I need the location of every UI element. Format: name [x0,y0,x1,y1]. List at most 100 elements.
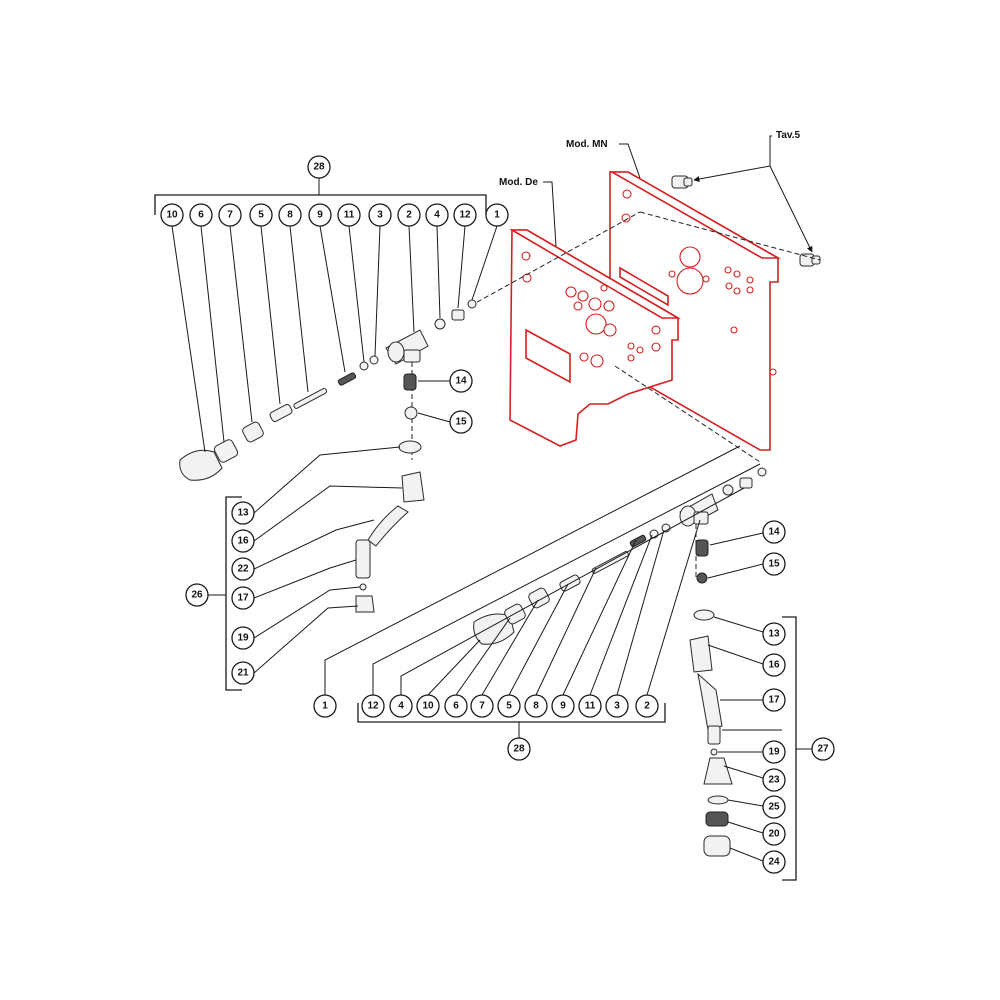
svg-text:13: 13 [237,508,249,519]
callout-right-wand-24[interactable]: 24 [762,850,786,874]
callout-left-12[interactable]: 12 [453,203,477,227]
panel-mod-de [509,229,681,447]
svg-text:8: 8 [533,701,539,712]
callout-left-wand-22[interactable]: 22 [231,557,255,581]
callout-left-wand-16[interactable]: 16 [231,529,255,553]
svg-text:9: 9 [317,210,323,221]
callout-left-5[interactable]: 5 [249,203,273,227]
callout-left-2[interactable]: 2 [397,203,421,227]
svg-text:6: 6 [198,210,204,221]
svg-text:14: 14 [455,376,467,387]
callout-left-3[interactable]: 3 [368,203,392,227]
callout-left-wand-13[interactable]: 13 [231,501,255,525]
callout-right-2[interactable]: 2 [635,694,659,718]
svg-text:26: 26 [191,590,203,601]
callout-left-8[interactable]: 8 [278,203,302,227]
svg-text:2: 2 [406,210,412,221]
callout-right-4[interactable]: 4 [389,694,413,718]
callout-left-wand-21[interactable]: 21 [231,661,255,685]
svg-text:8: 8 [287,210,293,221]
svg-text:6: 6 [453,701,459,712]
svg-text:2: 2 [644,701,650,712]
right-valve-parts [473,467,767,857]
callout-left-wand-assembly[interactable]: 26 [185,583,209,607]
callout-left-6[interactable]: 6 [189,203,213,227]
callout-left-wand-17[interactable]: 17 [231,586,255,610]
svg-text:17: 17 [768,695,780,706]
callout-right-3[interactable]: 3 [605,694,629,718]
svg-text:28: 28 [513,744,525,755]
callout-right-12[interactable]: 12 [361,694,385,718]
right-assembly-bracket [324,445,761,738]
svg-text:3: 3 [377,210,383,221]
svg-text:14: 14 [768,527,780,538]
svg-text:12: 12 [367,701,379,712]
svg-text:23: 23 [768,775,780,786]
fitting-top [671,175,693,189]
svg-text:21: 21 [237,668,249,679]
left-assembly-bracket [154,178,487,215]
callout-right-wand-20[interactable]: 20 [762,822,786,846]
callout-right-15[interactable]: 15 [762,552,786,576]
svg-text:20: 20 [768,829,780,840]
callout-left-9[interactable]: 9 [308,203,332,227]
callout-right-wand-assembly[interactable]: 27 [811,737,835,761]
callout-right-1[interactable]: 1 [313,694,337,718]
svg-text:1: 1 [322,701,328,712]
svg-text:17: 17 [237,593,249,604]
left-wand-bracket [208,446,403,691]
callout-left-4[interactable]: 4 [425,203,449,227]
svg-text:4: 4 [398,701,404,712]
svg-text:15: 15 [768,559,780,570]
callout-left-10[interactable]: 10 [160,203,184,227]
callout-left-15[interactable]: 15 [449,410,473,434]
callout-right-wand-16[interactable]: 16 [762,653,786,677]
callout-right-wand-19[interactable]: 19 [762,740,786,764]
svg-text:7: 7 [227,210,233,221]
callout-right-wand-17[interactable]: 17 [762,688,786,712]
svg-text:11: 11 [344,210,355,221]
callout-right-assembly[interactable]: 28 [507,737,531,761]
callout-left-1[interactable]: 1 [485,203,509,227]
svg-text:28: 28 [313,162,325,173]
svg-text:15: 15 [455,417,467,428]
label-mod-de: Mod. De [499,177,538,188]
callout-right-5[interactable]: 5 [497,694,521,718]
callout-right-wand-25[interactable]: 25 [762,795,786,819]
svg-text:3: 3 [614,701,620,712]
callout-right-11[interactable]: 11 [578,694,602,718]
svg-text:5: 5 [506,701,512,712]
callout-right-7[interactable]: 7 [470,694,494,718]
svg-text:22: 22 [237,564,249,575]
svg-text:10: 10 [422,701,434,712]
svg-text:11: 11 [585,701,596,712]
svg-text:7: 7 [479,701,485,712]
callout-right-9[interactable]: 9 [551,694,575,718]
svg-text:1: 1 [494,210,500,221]
svg-text:16: 16 [237,536,249,547]
svg-text:19: 19 [768,747,780,758]
svg-text:19: 19 [237,633,249,644]
callout-right-8[interactable]: 8 [524,694,548,718]
svg-text:24: 24 [768,857,780,868]
callout-right-wand-23[interactable]: 23 [762,768,786,792]
callout-right-10[interactable]: 10 [416,694,440,718]
left-valve-parts [179,299,477,613]
callout-left-wand-19[interactable]: 19 [231,626,255,650]
callout-left-7[interactable]: 7 [218,203,242,227]
svg-text:27: 27 [817,744,829,755]
svg-text:4: 4 [434,210,440,221]
callout-left-14[interactable]: 14 [449,369,473,393]
callout-right-6[interactable]: 6 [444,694,468,718]
callout-right-wand-13[interactable]: 13 [762,622,786,646]
left-callout-row [171,225,498,453]
callout-left-11[interactable]: 11 [337,203,361,227]
right-wand-bracket [707,616,812,881]
svg-text:12: 12 [459,210,471,221]
callout-left-assembly[interactable]: 28 [307,155,331,179]
svg-text:10: 10 [166,210,178,221]
svg-text:16: 16 [768,660,780,671]
callout-right-14[interactable]: 14 [762,520,786,544]
svg-text:13: 13 [768,629,780,640]
